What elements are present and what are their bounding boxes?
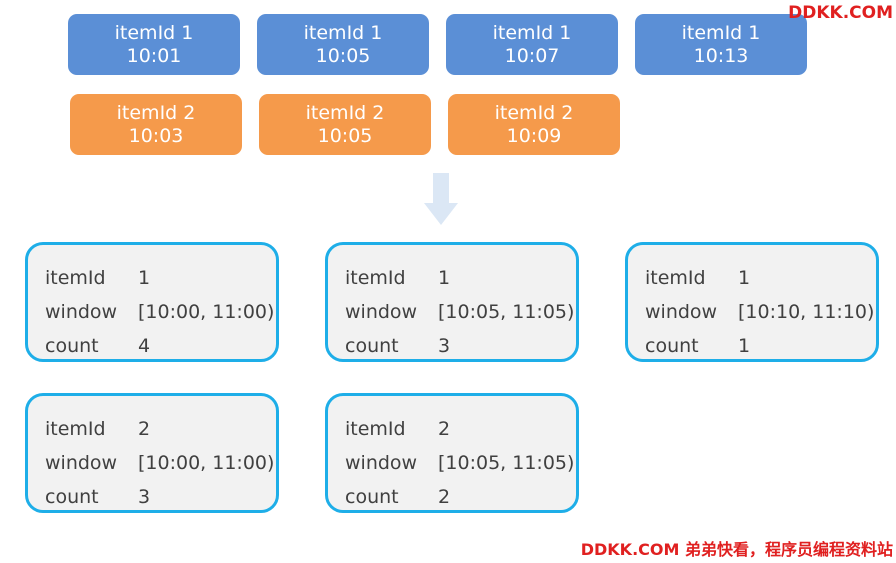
event-label: itemId 2 [305, 101, 385, 124]
window-result-item1-1005: itemId 1 window [10:05, 11:05) count 3 [325, 242, 579, 362]
event-time: 10:03 [128, 124, 184, 147]
row-count: count 1 [645, 329, 876, 363]
value-count: 3 [138, 486, 151, 508]
window-result-item2-1000: itemId 2 window [10:00, 11:00) count 3 [25, 393, 279, 513]
value-window: [10:00, 11:00) [138, 452, 275, 474]
row-window: window [10:05, 11:05) [345, 446, 576, 480]
value-window: [10:00, 11:00) [138, 301, 275, 323]
value-itemid: 2 [438, 418, 451, 440]
window-result-item1-1010: itemId 1 window [10:10, 11:10) count 1 [625, 242, 879, 362]
row-itemid: itemId 2 [345, 412, 576, 446]
event-item1-1005: itemId 1 10:05 [257, 14, 429, 75]
row-itemid: itemId 1 [345, 261, 576, 295]
value-window: [10:05, 11:05) [438, 452, 575, 474]
event-item2-1003: itemId 2 10:03 [70, 94, 242, 155]
key-count: count [345, 486, 399, 508]
event-label: itemId 1 [303, 21, 383, 44]
window-result-item2-1005: itemId 2 window [10:05, 11:05) count 2 [325, 393, 579, 513]
row-window: window [10:00, 11:00) [45, 295, 276, 329]
key-count: count [45, 486, 99, 508]
row-itemid: itemId 1 [45, 261, 276, 295]
value-count: 4 [138, 335, 151, 357]
event-label: itemId 1 [114, 21, 194, 44]
row-count: count 4 [45, 329, 276, 363]
key-itemid: itemId [45, 267, 106, 289]
row-window: window [10:05, 11:05) [345, 295, 576, 329]
event-label: itemId 2 [494, 101, 574, 124]
row-window: window [10:00, 11:00) [45, 446, 276, 480]
row-count: count 3 [45, 480, 276, 514]
key-count: count [345, 335, 399, 357]
key-itemid: itemId [45, 418, 106, 440]
key-itemid: itemId [345, 418, 406, 440]
value-count: 1 [738, 335, 751, 357]
arrow-down-icon [424, 173, 458, 225]
row-itemid: itemId 1 [645, 261, 876, 295]
watermark-top: DDKK.COM [788, 3, 893, 23]
row-count: count 3 [345, 329, 576, 363]
row-count: count 2 [345, 480, 576, 514]
key-count: count [645, 335, 699, 357]
row-itemid: itemId 2 [45, 412, 276, 446]
value-window: [10:05, 11:05) [438, 301, 575, 323]
value-itemid: 2 [138, 418, 151, 440]
value-count: 2 [438, 486, 451, 508]
event-item1-1007: itemId 1 10:07 [446, 14, 618, 75]
value-itemid: 1 [738, 267, 751, 289]
key-window: window [45, 301, 118, 323]
key-itemid: itemId [645, 267, 706, 289]
event-item2-1009: itemId 2 10:09 [448, 94, 620, 155]
event-time: 10:13 [693, 44, 749, 67]
value-window: [10:10, 11:10) [738, 301, 875, 323]
window-result-item1-1000: itemId 1 window [10:00, 11:00) count 4 [25, 242, 279, 362]
event-item2-1005: itemId 2 10:05 [259, 94, 431, 155]
key-itemid: itemId [345, 267, 406, 289]
watermark-bottom: DDKK.COM 弟弟快看，程序员编程资料站 [580, 540, 893, 559]
event-label: itemId 1 [492, 21, 572, 44]
event-time: 10:07 [504, 44, 560, 67]
event-item1-1013: itemId 1 10:13 [635, 14, 807, 75]
key-count: count [45, 335, 99, 357]
event-time: 10:05 [317, 124, 373, 147]
key-window: window [345, 452, 418, 474]
event-item1-1001: itemId 1 10:01 [68, 14, 240, 75]
value-itemid: 1 [438, 267, 451, 289]
value-count: 3 [438, 335, 451, 357]
event-label: itemId 1 [681, 21, 761, 44]
key-window: window [45, 452, 118, 474]
key-window: window [645, 301, 718, 323]
event-time: 10:01 [126, 44, 182, 67]
event-time: 10:09 [506, 124, 562, 147]
key-window: window [345, 301, 418, 323]
value-itemid: 1 [138, 267, 151, 289]
event-time: 10:05 [315, 44, 371, 67]
row-window: window [10:10, 11:10) [645, 295, 876, 329]
event-label: itemId 2 [116, 101, 196, 124]
